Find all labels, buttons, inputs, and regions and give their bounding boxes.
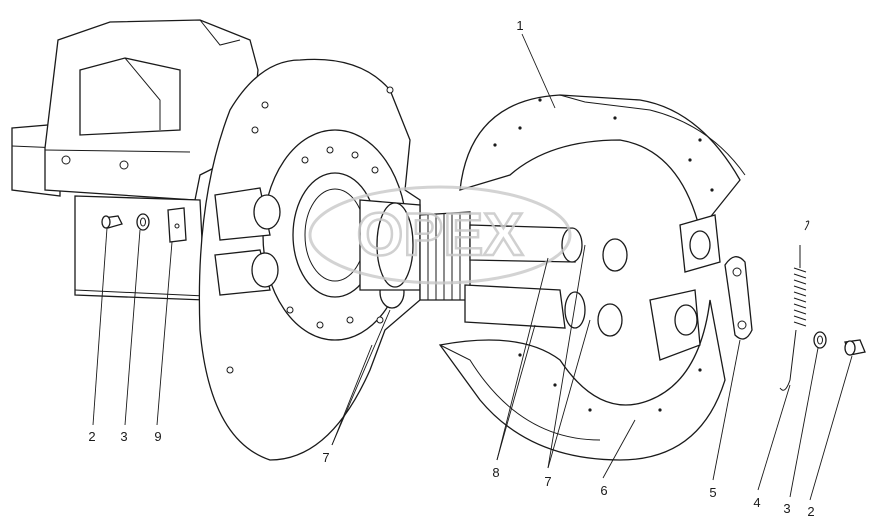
- right-bolt: [844, 339, 866, 356]
- backing-plate: [198, 58, 421, 461]
- callout-3-right: 3: [783, 501, 790, 516]
- callout-5: 5: [709, 485, 716, 500]
- callout-7-right: 7: [544, 474, 551, 489]
- callout-4: 4: [753, 495, 760, 510]
- cam-shaft: [359, 199, 586, 329]
- callouts: 1 2 3 9 7 8 7 6 5 4 3 2: [88, 18, 814, 519]
- callout-1: 1: [516, 18, 523, 33]
- watermark: OPEX: [308, 185, 572, 285]
- callout-7-left: 7: [322, 450, 329, 465]
- plate-9: [167, 207, 187, 243]
- left-bolt: [101, 215, 123, 229]
- leader-lines: [92, 33, 853, 501]
- callout-8: 8: [492, 465, 499, 480]
- callout-2-left: 2: [88, 429, 95, 444]
- callout-3-left: 3: [120, 429, 127, 444]
- return-spring: [779, 220, 810, 391]
- callout-2-right: 2: [807, 504, 814, 519]
- brake-shoe-lower: [438, 238, 726, 461]
- callout-9: 9: [154, 429, 161, 444]
- callout-6: 6: [600, 483, 607, 498]
- right-washer: [813, 331, 827, 349]
- link-plate: [724, 256, 753, 340]
- left-washer: [136, 213, 150, 231]
- watermark-text: OPEX: [357, 201, 524, 268]
- brake-shoe-upper: [459, 94, 746, 273]
